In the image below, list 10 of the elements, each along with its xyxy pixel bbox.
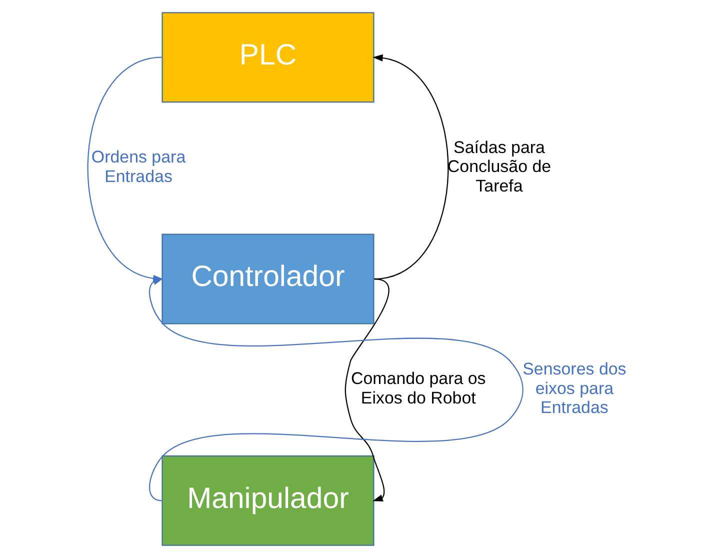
edge-label: Sensores dos eixos para Entradas — [522, 360, 626, 418]
arrow — [372, 54, 448, 280]
node-box: PLC — [161, 12, 374, 103]
edge-label: Ordens para Entradas — [90, 148, 186, 186]
edge-label: Saídas para Conclusão de Tarefa — [446, 138, 551, 196]
arrow — [148, 278, 523, 502]
edge-label: Comando para os Eixos do Robot — [350, 369, 486, 408]
node-box: Manipulador — [161, 455, 374, 546]
node-box: Controlador — [161, 234, 374, 324]
arrow — [344, 278, 389, 502]
